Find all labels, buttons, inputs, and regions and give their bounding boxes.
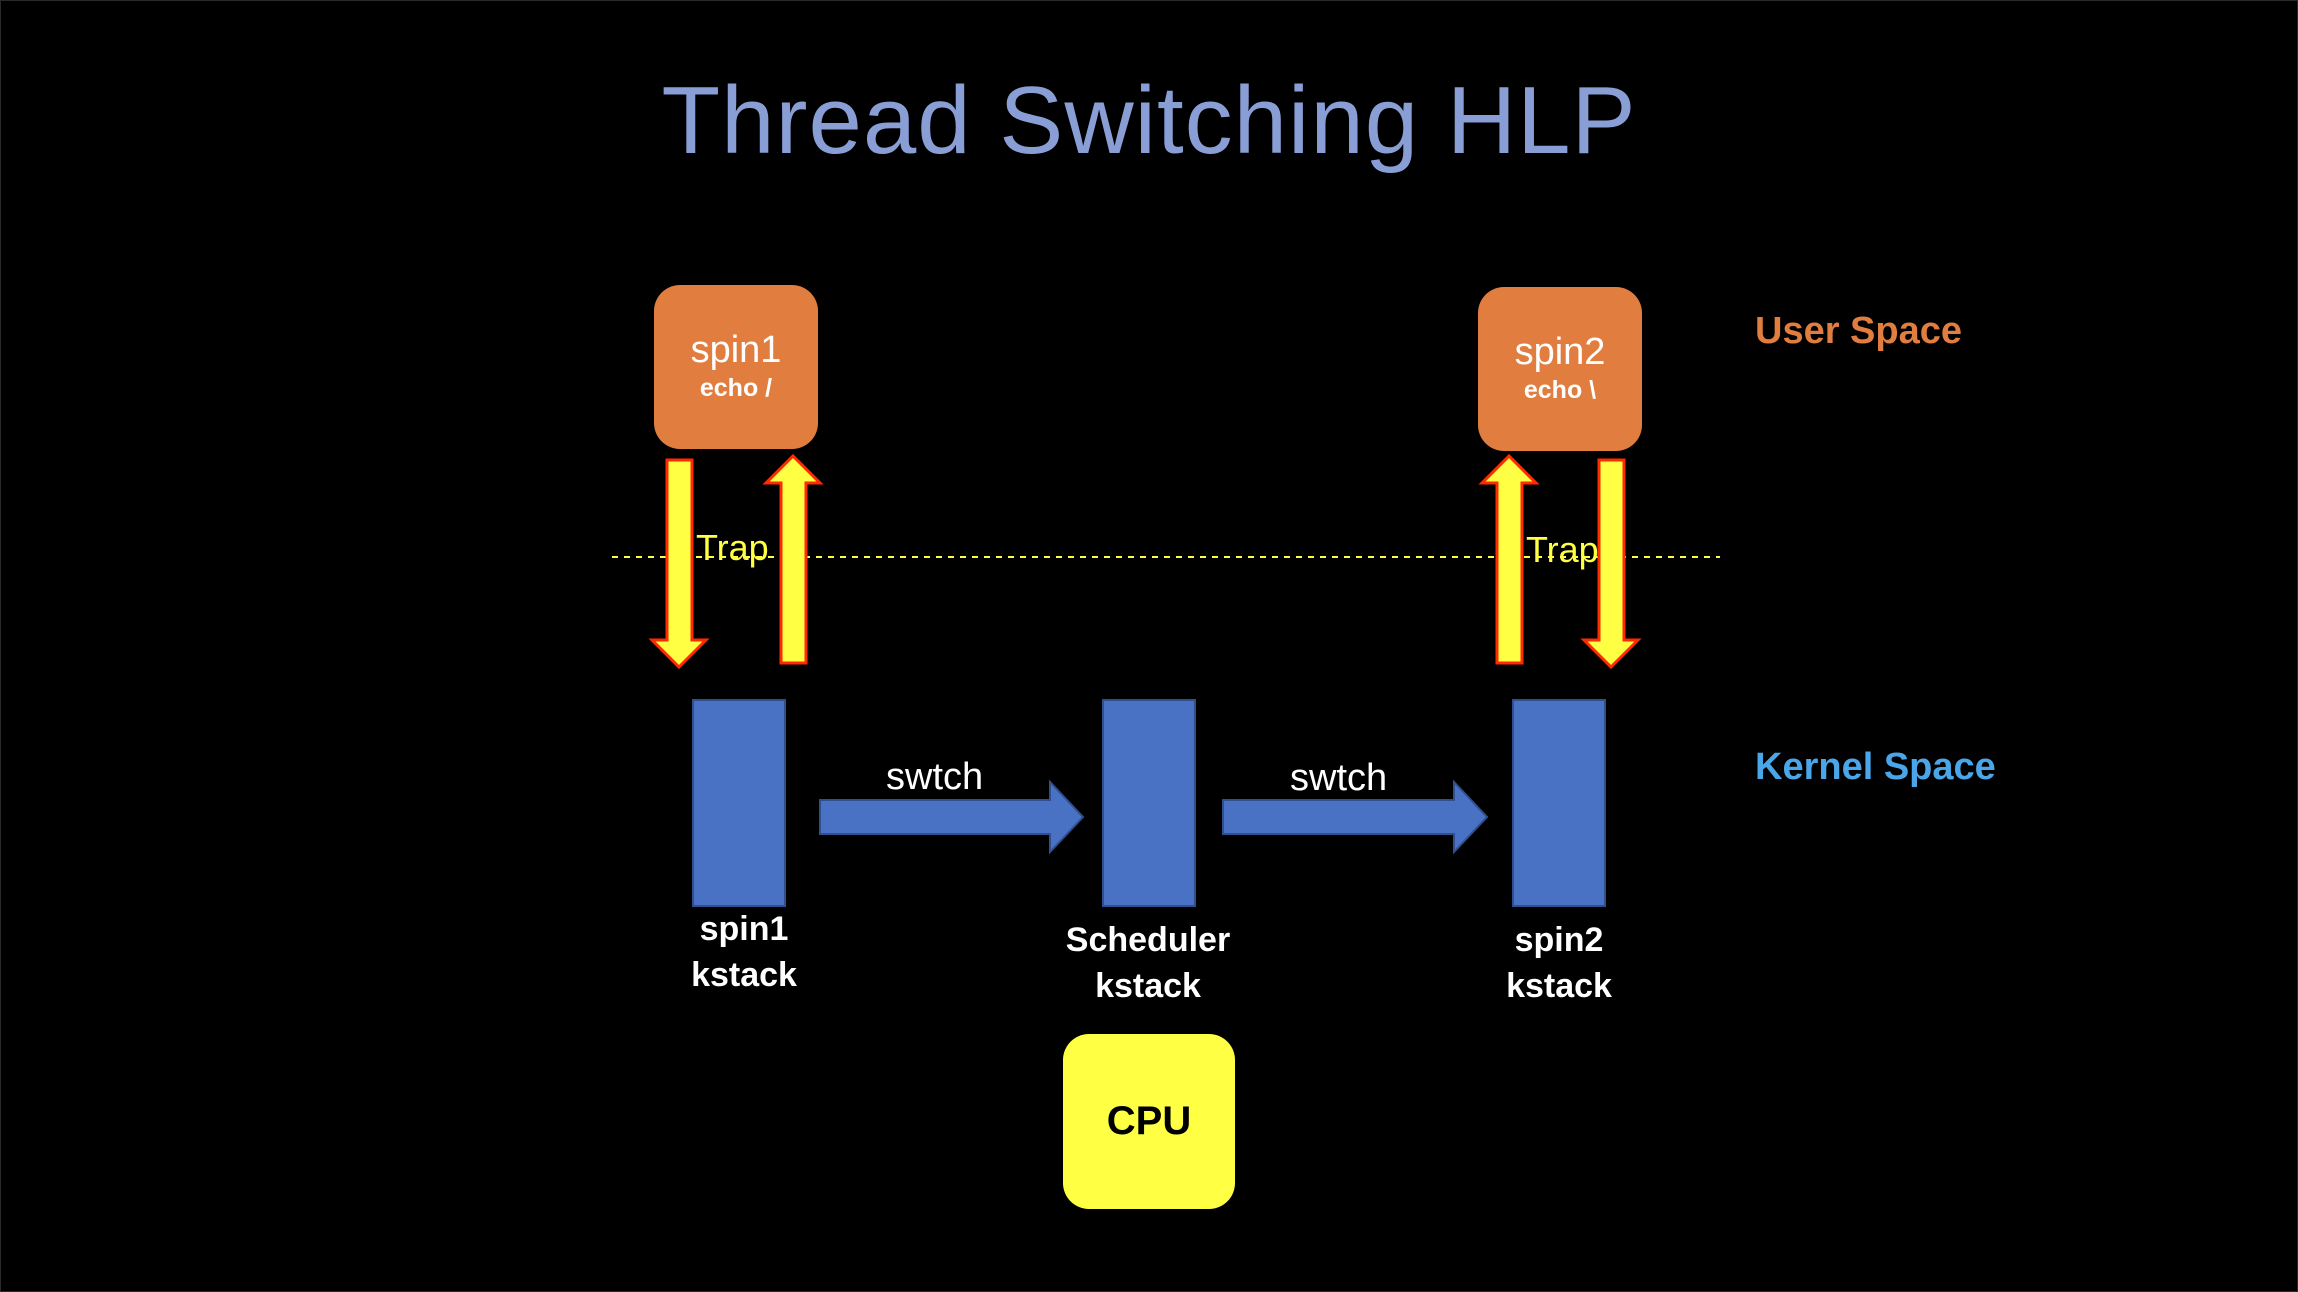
spin2-trap-label: Trap <box>1526 529 1599 570</box>
spin1-process-box: spin1 echo / <box>654 285 818 449</box>
spin2-kstack-label: spin2 kstack <box>1449 917 1669 1009</box>
spin2-return-up-arrow <box>1478 453 1540 665</box>
spin2-process-command: echo \ <box>1523 376 1597 404</box>
spin1-trap-label: Trap <box>696 527 769 568</box>
spin1-kstack-label-line2: kstack <box>691 956 797 994</box>
scheduler-kstack-box <box>1102 699 1196 907</box>
swtch-label-1: swtch <box>886 756 984 798</box>
scheduler-kstack-label-line1: Scheduler <box>1065 921 1231 959</box>
spin1-process-name: spin1 <box>690 329 782 371</box>
spin2-process-name: spin2 <box>1514 331 1606 373</box>
cpu-box: CPU <box>1063 1034 1235 1209</box>
spin2-trap-down-arrow <box>1580 458 1642 670</box>
spin1-kstack-label-line1: spin1 <box>699 910 789 948</box>
spin2-kstack-label-line1: spin2 <box>1514 921 1604 959</box>
swtch-arrow-1 <box>819 779 1085 855</box>
spin1-kstack-box <box>692 699 786 907</box>
spin2-kstack-label-line2: kstack <box>1506 967 1612 1005</box>
kernel-space-label: Kernel Space <box>1755 746 1996 788</box>
user-space-label: User Space <box>1755 310 1963 352</box>
spin1-trap-down-arrow <box>648 458 710 670</box>
scheduler-kstack-label-line2: kstack <box>1095 967 1201 1005</box>
spin1-return-up-arrow <box>762 453 824 665</box>
spin2-process-box: spin2 echo \ <box>1478 287 1642 451</box>
scheduler-kstack-label: Scheduler kstack <box>1038 917 1258 1009</box>
slide-title: Thread Switching HLP <box>661 67 1637 174</box>
spin1-process-command: echo / <box>699 374 773 402</box>
spin2-kstack-box <box>1512 699 1606 907</box>
spin1-kstack-label: spin1 kstack <box>634 906 854 998</box>
swtch-label-2: swtch <box>1290 757 1388 799</box>
swtch-arrow-2 <box>1222 779 1489 855</box>
